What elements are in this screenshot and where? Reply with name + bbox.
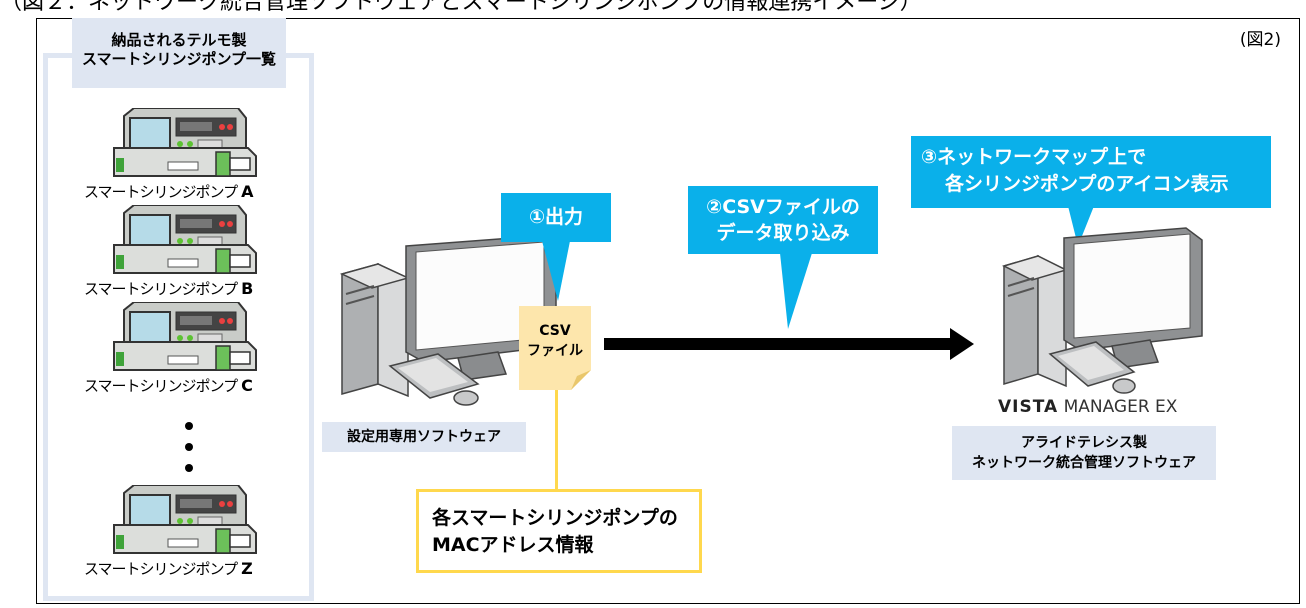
mac-info-connector: [555, 390, 558, 490]
pump-letter: A: [241, 182, 254, 201]
figure-label: (図2): [1239, 30, 1281, 50]
management-software-label: アライドテレシス製 ネットワーク統合管理ソフトウェア: [952, 426, 1216, 480]
page-fold-icon: [571, 370, 591, 390]
callout-map-pointer: [1068, 206, 1094, 246]
csv-line1: CSV: [539, 323, 571, 339]
vista-manager-logo: VISTA MANAGER EX: [998, 397, 1177, 417]
mac-info-line1: 各スマートシリンジポンプの: [432, 507, 678, 529]
syringe-pump-icon: [110, 302, 260, 374]
pump-list-title-line2: スマートシリンジポンプ一覧: [81, 50, 277, 68]
figure-frame: (図2): [36, 18, 1300, 604]
ellipsis-dot: [185, 464, 193, 472]
management-software-line2: ネットワーク統合管理ソフトウェア: [972, 455, 1196, 471]
callout-output-pointer: [542, 241, 570, 301]
vista-logo-brand: VISTA: [998, 397, 1059, 417]
callout-import-pointer: [780, 253, 812, 329]
callout-map-line2: 各シリンジポンプのアイコン表示: [945, 173, 1229, 195]
ellipsis-dot: [185, 422, 193, 430]
management-software-line1: アライドテレシス製: [1021, 435, 1147, 451]
vista-logo-rest: MANAGER EX: [1063, 397, 1178, 417]
pump-name: スマートシリンジポンプ: [84, 280, 238, 298]
callout-output: ①出力: [501, 193, 611, 242]
pump-letter: B: [241, 279, 254, 298]
setup-software-label: 設定用専用ソフトウェア: [322, 422, 526, 452]
setup-pc-icon: [339, 235, 557, 406]
syringe-pump-icon: [110, 485, 260, 557]
pump-list-title-line1: 納品されるテルモ製: [111, 31, 247, 49]
syringe-pump-icon: [110, 108, 260, 180]
callout-import-line2: データ取り込み: [716, 222, 850, 244]
pump-name: スマートシリンジポンプ: [84, 560, 238, 578]
pump-letter: Z: [241, 559, 253, 578]
transfer-arrow: [604, 328, 974, 360]
top-caption: （図２：ネットワーク統合管理ソフトウェアとスマートシリンジポンプの情報連携イメー…: [0, 0, 922, 15]
csv-line2: ファイル: [527, 343, 583, 359]
mac-info-box: 各スマートシリンジポンプの MACアドレス情報: [416, 489, 702, 573]
ellipsis-dot: [185, 443, 193, 451]
callout-import-line1: ②CSVファイルの: [706, 196, 860, 218]
syringe-pump-icon: [110, 205, 260, 277]
management-pc-icon: [1001, 227, 1203, 394]
pump-list-title: 納品されるテルモ製 スマートシリンジポンプ一覧: [72, 18, 286, 88]
callout-map-line1: ③ネットワークマップ上で: [921, 146, 1147, 168]
callout-import: ②CSVファイルの データ取り込み: [688, 186, 878, 254]
pump-name: スマートシリンジポンプ: [84, 183, 238, 201]
pump-name: スマートシリンジポンプ: [84, 377, 238, 395]
pump-letter: C: [241, 376, 253, 395]
callout-map-display: ③ネットワークマップ上で 各シリンジポンプのアイコン表示: [911, 136, 1271, 208]
mac-info-line2: MACアドレス情報: [432, 534, 594, 556]
